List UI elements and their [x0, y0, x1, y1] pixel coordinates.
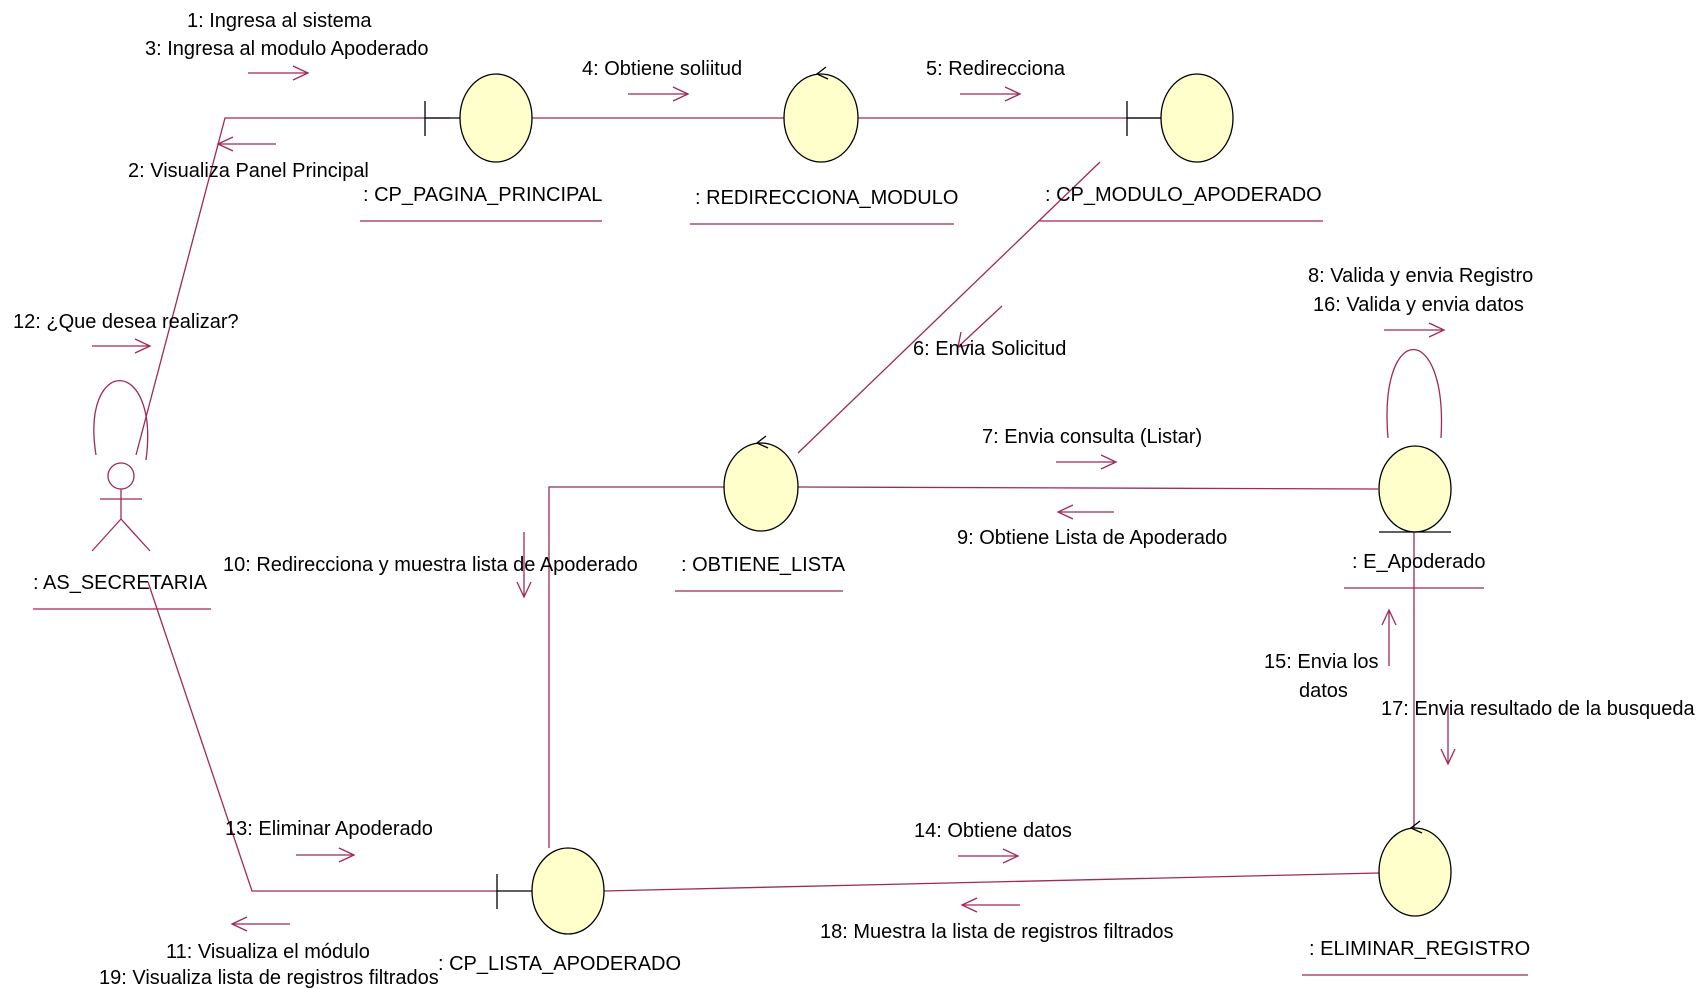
message-label-m1: 1: Ingresa al sistema [187, 10, 372, 32]
message-label-m16: 16: Valida y envia datos [1313, 294, 1524, 316]
link-obtiene-lista-e-apoderado[interactable] [797, 486, 1379, 490]
self-link-secretaria[interactable] [93, 380, 149, 461]
link-secretaria-pagina-principal[interactable] [135, 117, 450, 456]
actor-right-leg [120, 518, 151, 552]
arrow-m10 [516, 532, 532, 599]
message-labels: 1: Ingresa al sistema 3: Ingresa al modu… [13, 10, 1695, 989]
message-label-m15a: 15: Envia los [1264, 651, 1379, 673]
label-secretaria: : AS_SECRETARIA [33, 572, 208, 594]
message-label-m5: 5: Redirecciona [926, 58, 1066, 80]
label-obtiene-lista: : OBTIENE_LISTA [681, 554, 846, 576]
control-body [783, 73, 859, 163]
arrow-m15 [1381, 608, 1397, 666]
arrow-m18 [960, 897, 1020, 913]
arrow-m9 [1056, 504, 1114, 520]
control-arrowhead [755, 435, 769, 449]
links [93, 117, 1443, 892]
boundary-lista-apoderado[interactable] [496, 847, 605, 935]
label-lista-apoderado: : CP_LISTA_APODERADO [438, 953, 681, 975]
label-pagina-principal: : CP_PAGINA_PRINCIPAL [363, 184, 602, 206]
arrow-m6 [957, 305, 1003, 348]
arrow-m1-m3 [248, 65, 310, 81]
control-body [723, 442, 799, 532]
message-label-m14: 14: Obtiene datos [914, 820, 1072, 842]
message-label-m7: 7: Envia consulta (Listar) [982, 426, 1202, 448]
control-obtiene-lista[interactable] [723, 435, 799, 532]
control-arrowhead [1409, 820, 1423, 834]
entity-e-apoderado[interactable] [1378, 445, 1452, 533]
arrow-m13 [296, 847, 356, 863]
message-label-m13: 13: Eliminar Apoderado [225, 818, 433, 840]
message-label-m12: 12: ¿Que desea realizar? [13, 311, 239, 333]
link-lista-apoderado-eliminar-registro[interactable] [603, 872, 1380, 892]
arrow-m4 [628, 86, 690, 102]
link-modulo-apoderado-obtiene-lista[interactable] [797, 161, 1101, 454]
message-label-m10: 10: Redirecciona y muestra lista de Apod… [223, 554, 638, 576]
boundary-modulo-apoderado[interactable] [1126, 73, 1234, 163]
control-eliminar-registro[interactable] [1378, 820, 1452, 917]
arrow-m11-m19 [230, 916, 290, 932]
arrow-m8-m16 [1384, 322, 1446, 338]
message-label-m6: 6: Envia Solicitud [913, 338, 1066, 360]
link-obtiene-lista-lista-apoderado[interactable] [548, 486, 724, 848]
message-label-m17: 17: Envia resultado de la busqueda [1381, 698, 1695, 720]
boundary-pagina-principal[interactable] [424, 73, 533, 163]
arrow-m12 [92, 338, 152, 354]
message-arrows [92, 65, 1456, 932]
entity-body [1378, 445, 1452, 533]
arrow-m14 [958, 848, 1020, 864]
self-link-e-apoderado[interactable] [1386, 348, 1443, 439]
link-secretaria-lista-apoderado[interactable] [147, 581, 497, 892]
message-label-m19: 19: Visualiza lista de registros filtrad… [99, 967, 439, 989]
message-label-m15b: datos [1299, 680, 1348, 702]
actor-secretaria[interactable] [91, 462, 151, 552]
label-redirecciona-modulo: : REDIRECCIONA_MODULO [695, 187, 958, 209]
message-label-m8: 8: Valida y envia Registro [1308, 265, 1533, 287]
label-modulo-apoderado: : CP_MODULO_APODERADO [1045, 184, 1322, 206]
boundary-body [531, 847, 605, 935]
label-eliminar-registro: : ELIMINAR_REGISTRO [1309, 938, 1530, 960]
boundary-body [459, 73, 533, 163]
message-label-m11: 11: Visualiza el módulo [166, 941, 370, 963]
boundary-body [1160, 73, 1234, 163]
message-label-m4: 4: Obtiene soliitud [582, 58, 742, 80]
actor-head [107, 462, 135, 490]
object-labels: : AS_SECRETARIA : CP_PAGINA_PRINCIPAL : … [33, 184, 1530, 975]
message-label-m18: 18: Muestra la lista de registros filtra… [820, 921, 1174, 943]
control-body [1378, 827, 1452, 917]
message-label-m3: 3: Ingresa al modulo Apoderado [145, 38, 429, 60]
actor-left-leg [91, 518, 122, 552]
arrow-m7 [1056, 454, 1118, 470]
arrow-m5 [960, 86, 1022, 102]
arrow-m17 [1440, 704, 1456, 766]
arrow-m2 [216, 136, 276, 152]
control-redirecciona-modulo[interactable] [783, 66, 859, 163]
label-underlines [33, 220, 1528, 976]
control-arrowhead [815, 66, 829, 80]
message-label-m2: 2: Visualiza Panel Principal [128, 160, 369, 182]
message-label-m9: 9: Obtiene Lista de Apoderado [957, 527, 1227, 549]
label-e-apoderado: : E_Apoderado [1352, 551, 1485, 573]
